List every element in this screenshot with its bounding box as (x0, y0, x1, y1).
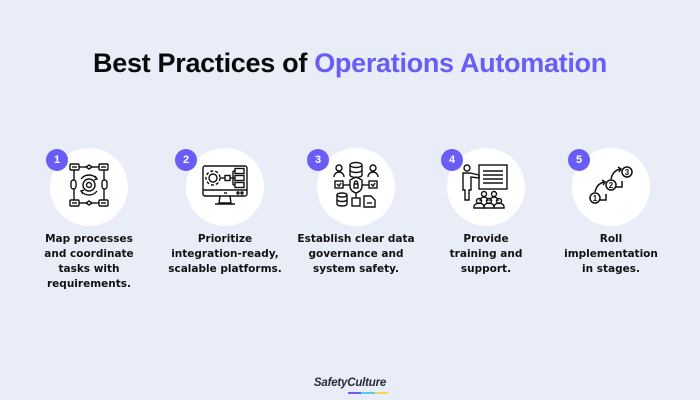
svg-text:2: 2 (609, 181, 614, 190)
logo-stripes (347, 392, 388, 394)
staged-steps-icon: 1 2 3 (589, 166, 633, 204)
icon-circle (186, 148, 264, 226)
process-map-gear-icon (69, 163, 109, 207)
icon-circle (317, 148, 395, 226)
step-label: Prioritize integration-ready, scalable p… (168, 233, 282, 275)
step-label: Provide training and support. (449, 233, 523, 275)
step-number-badge: 5 (568, 149, 590, 171)
steps-row: 1 Map processes and coordinate tasks wit… (0, 148, 700, 308)
step-number-badge: 4 (441, 149, 463, 171)
step-label: Establish clear data governance and syst… (297, 233, 415, 275)
step-label: Roll implementation in stages. (564, 233, 658, 275)
monitor-integration-icon (202, 165, 248, 205)
data-governance-shield-icon (333, 161, 379, 208)
logo-text: SafetyCulture (314, 377, 388, 394)
title-accent: Operations Automation (314, 48, 607, 78)
step-number-badge: 2 (175, 149, 197, 171)
step-number-badge: 3 (307, 149, 329, 171)
step-number-badge: 1 (46, 149, 68, 171)
svg-text:3: 3 (625, 168, 630, 177)
title-prefix: Best Practices of (93, 48, 315, 78)
page-title: Best Practices of Operations Automation (0, 48, 700, 79)
step-label: Map processes and coordinate tasks with … (44, 233, 134, 290)
training-presentation-icon (462, 164, 508, 209)
brand-logo: SafetyCulture (0, 371, 700, 394)
svg-text:1: 1 (593, 194, 598, 203)
